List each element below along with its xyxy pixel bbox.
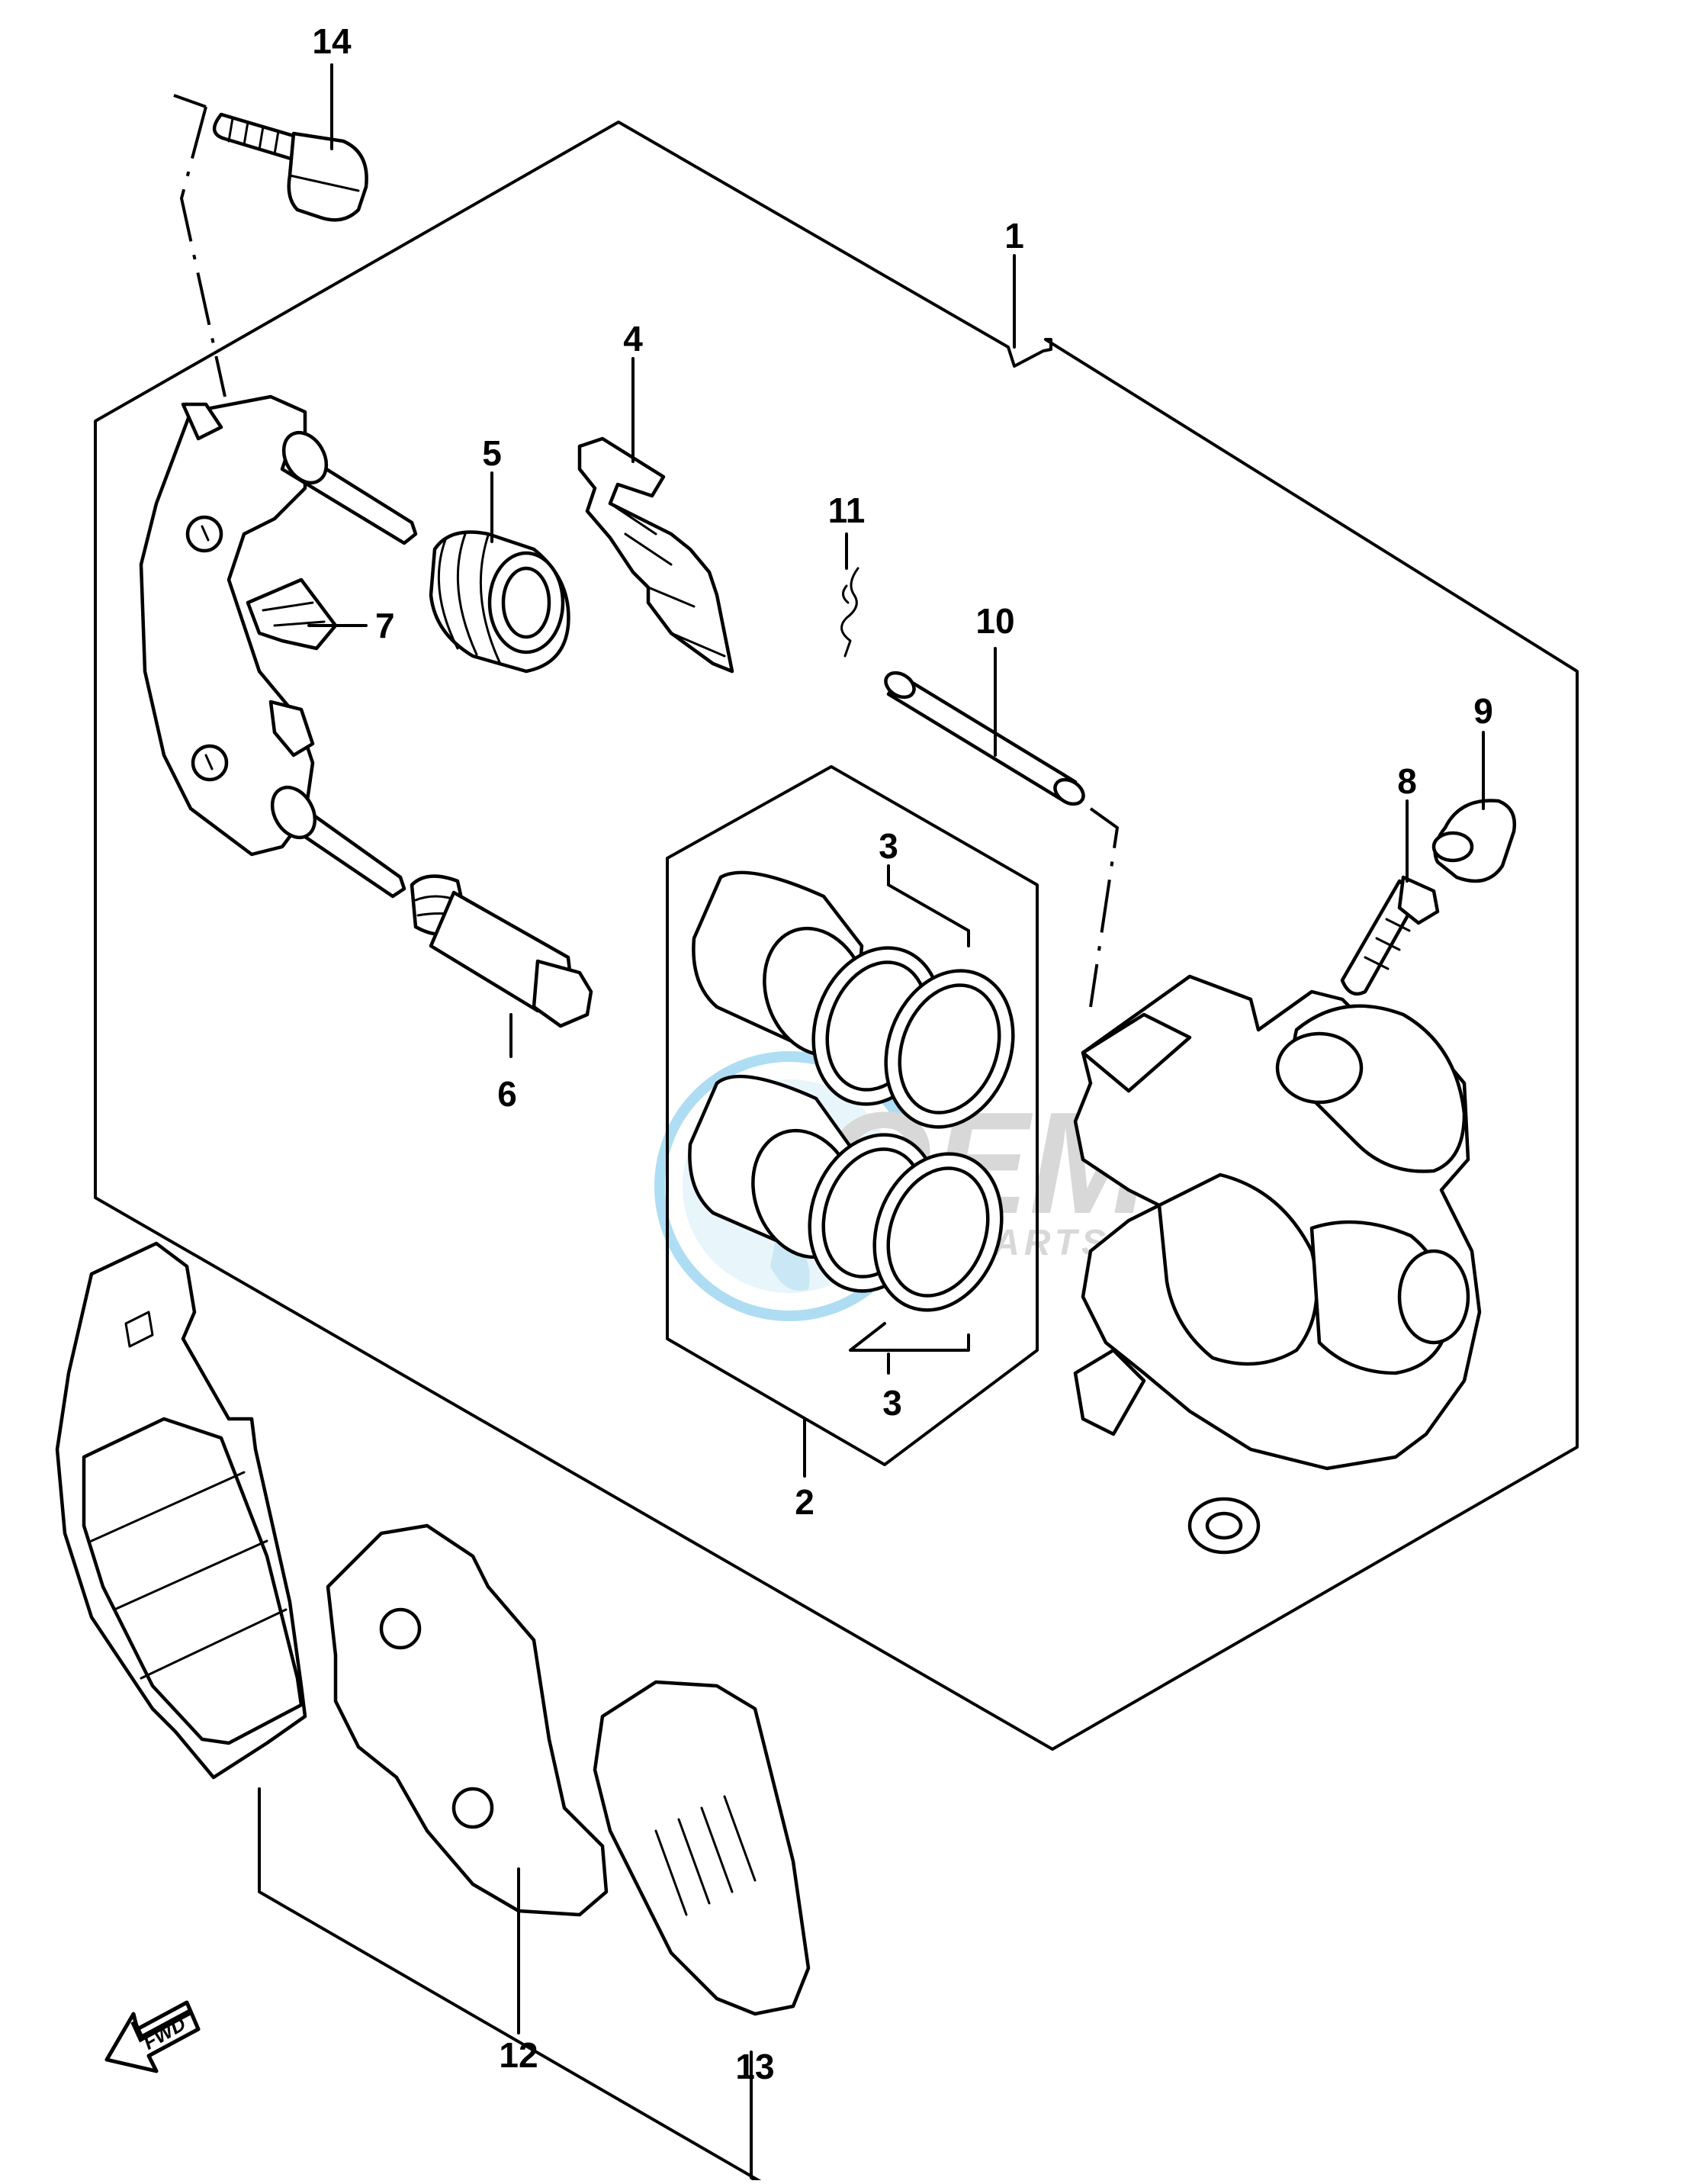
bleeder-cap-part [1431, 799, 1517, 883]
callout-9: 9 [1473, 691, 1493, 731]
callout-5: 5 [482, 433, 502, 473]
callout-3-bottom: 3 [882, 1383, 902, 1423]
brake-pad-part [55, 1241, 307, 1780]
callout-6: 6 [497, 1074, 517, 1114]
fwd-direction-arrow: FWD [104, 2000, 201, 2073]
callout-8: 8 [1397, 761, 1417, 801]
piston-seal-part [811, 946, 1015, 1129]
callout-leaders [307, 63, 1485, 1478]
callout-4: 4 [623, 319, 643, 359]
caliper-assembly-outline [94, 121, 1579, 1751]
bolt-part [173, 94, 368, 397]
pad-pin-part [884, 671, 1120, 1008]
pad-shim-part [326, 1523, 609, 1917]
pad-bracket-lines [258, 1787, 768, 2184]
pad-spring-part [577, 436, 734, 674]
caliper-body-part [1073, 974, 1482, 1555]
retaining-clip-part [840, 567, 859, 658]
callout-7: 7 [375, 606, 395, 645]
callout-14: 14 [312, 21, 352, 61]
piston-seal-part-2 [808, 1133, 1004, 1312]
caliper-bracket-part [139, 394, 418, 899]
pad-shim-part-2 [593, 1680, 811, 2016]
callout-labels: 14 1 4 5 11 7 10 9 8 3 6 3 2 12 13 [312, 21, 1492, 2086]
callout-3-top: 3 [879, 826, 898, 866]
direction-arrow-icon [104, 2000, 201, 2073]
callout-13: 13 [735, 2047, 774, 2086]
clip-part [246, 577, 338, 651]
bleeder-valve-part [1340, 875, 1440, 996]
slide-pin-part [410, 874, 593, 1028]
callout-11: 11 [828, 491, 866, 530]
callout-2: 2 [795, 1482, 814, 1522]
seal-bracket-lines [849, 883, 970, 1352]
callout-12: 12 [499, 2035, 538, 2075]
callout-10: 10 [975, 601, 1014, 641]
callout-1: 1 [1004, 216, 1024, 256]
boot-part [429, 530, 570, 674]
piston-kit-outline [666, 765, 1039, 1466]
